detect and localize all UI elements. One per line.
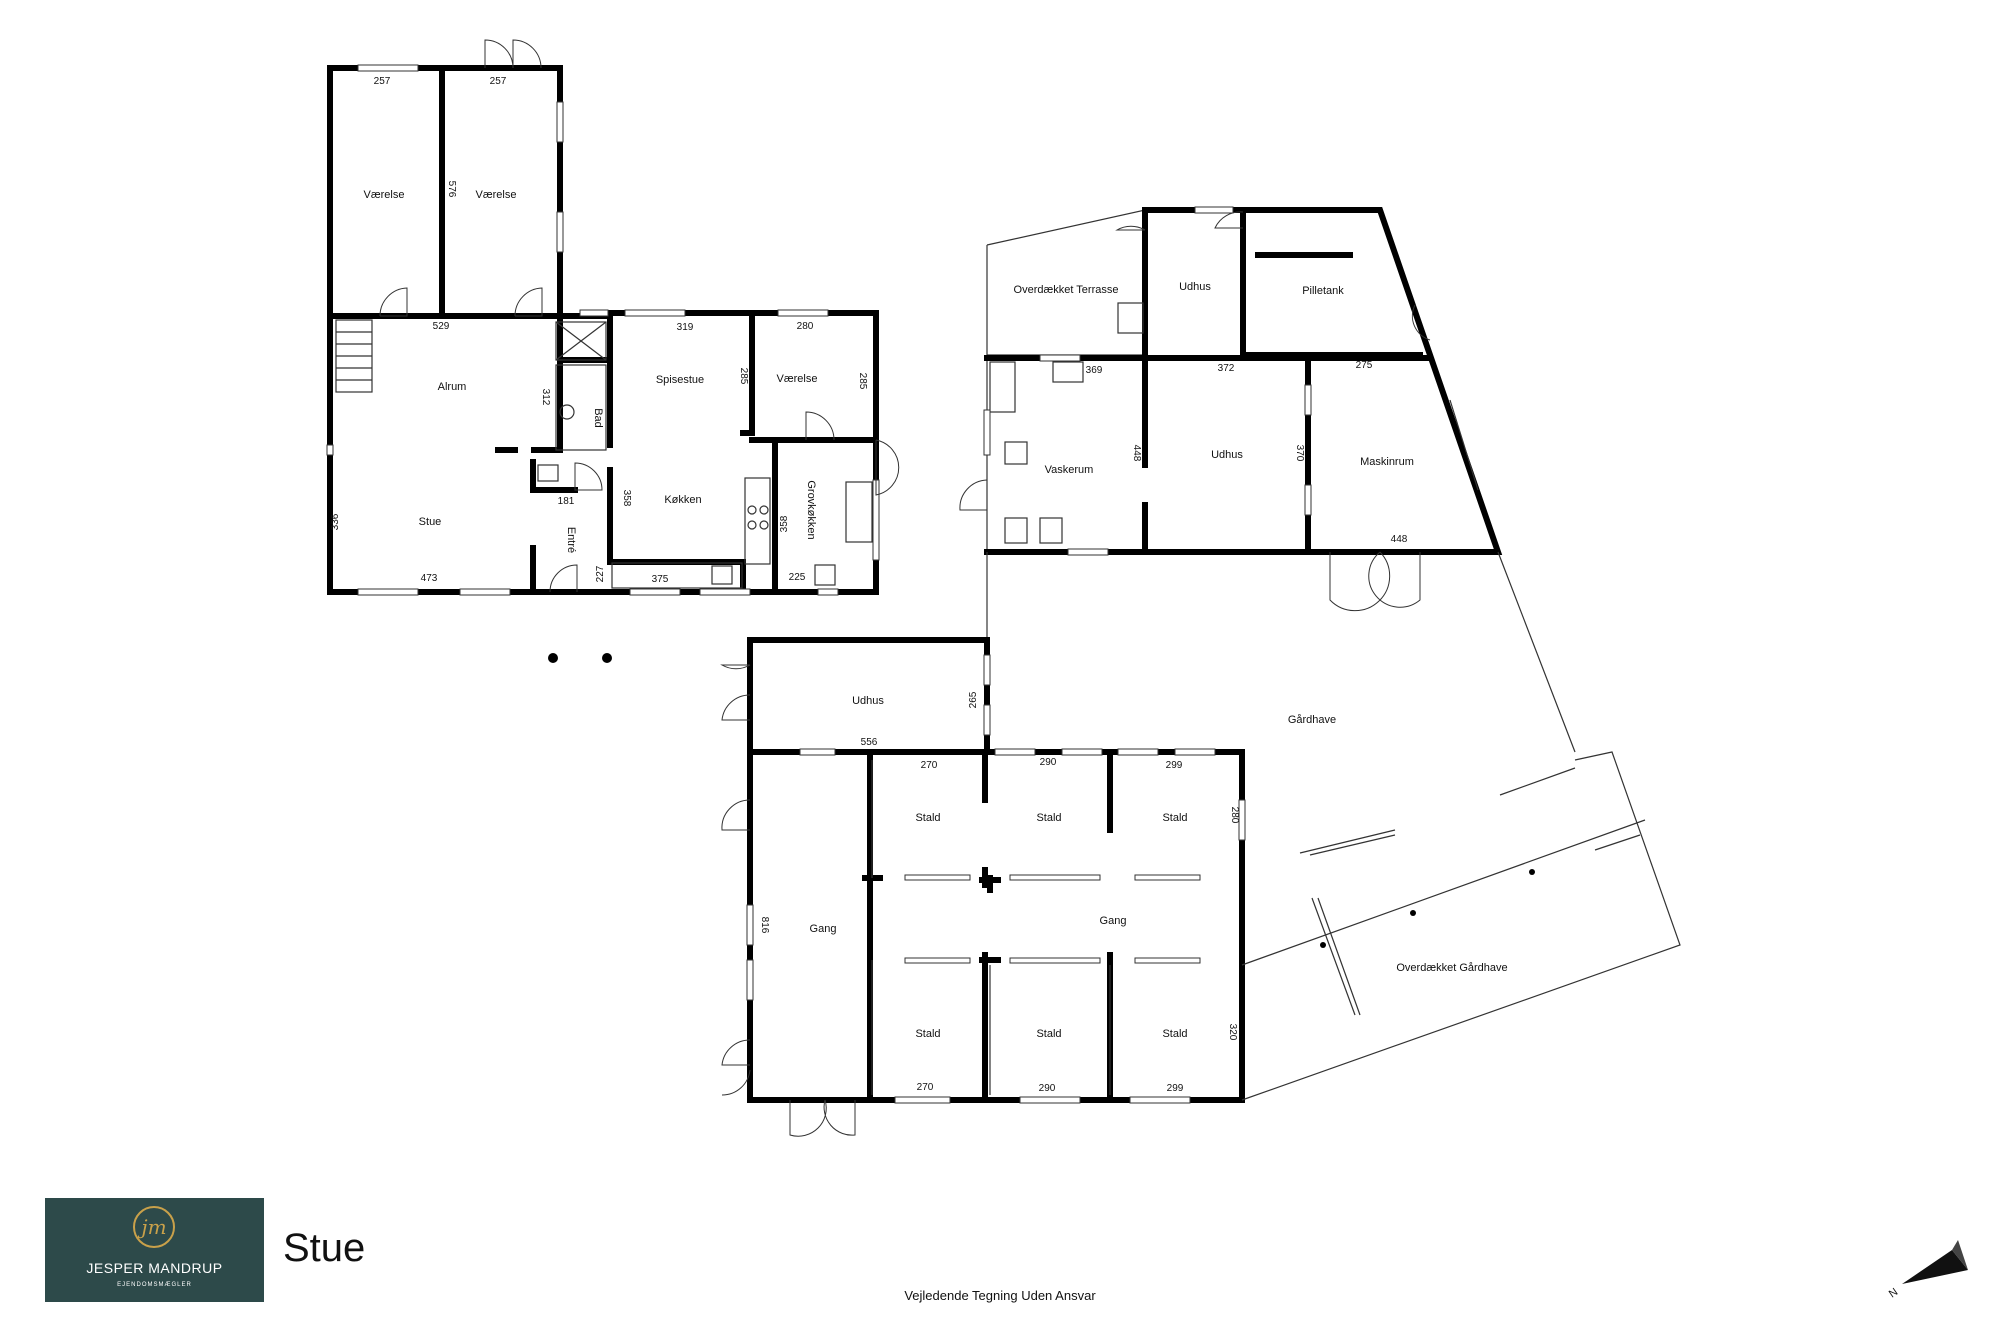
room-label-gang-1: Gang xyxy=(810,923,837,935)
floor-title: Stue xyxy=(283,1226,366,1270)
room-label-spisestue: Spisestue xyxy=(656,374,704,386)
dimension-label: 320 xyxy=(1227,1024,1238,1041)
room-label-overdaekket-terrasse: Overdækket Terrasse xyxy=(1014,284,1119,296)
room-label-udhus-2: Udhus xyxy=(1211,449,1243,461)
room-label-stald-3: Stald xyxy=(1162,812,1187,824)
dimension-label: 372 xyxy=(1218,363,1235,374)
entry-step xyxy=(548,653,558,663)
room-label-koekken: Køkken xyxy=(664,494,701,506)
compass-icon: N xyxy=(1887,1240,1968,1300)
staircase xyxy=(335,319,373,393)
dimension-label: 257 xyxy=(374,76,391,87)
dimension-label: 529 xyxy=(433,321,450,332)
dimension-label: 816 xyxy=(759,917,770,934)
room-label-vaerelse-2: Værelse xyxy=(476,189,517,201)
logo-monogram: jm xyxy=(133,1206,175,1248)
dimension-label: 265 xyxy=(968,691,979,708)
dimension-label: 285 xyxy=(857,373,868,390)
dimension-label: 280 xyxy=(797,321,814,332)
room-label-stald-6: Stald xyxy=(1162,1028,1187,1040)
disclaimer: Vejledende Tegning Uden Ansvar xyxy=(904,1288,1096,1303)
logo-name: JESPER MANDRUP xyxy=(86,1260,223,1276)
dimension-label: 370 xyxy=(1294,445,1305,462)
room-label-stald-5: Stald xyxy=(1036,1028,1061,1040)
dimension-label: 290 xyxy=(1039,1083,1056,1094)
dimension-label: 270 xyxy=(917,1082,934,1093)
room-label-overdaekket-gaardhave: Overdækket Gårdhave xyxy=(1396,962,1507,974)
dimension-label: 181 xyxy=(558,496,575,507)
dimension-label: 358 xyxy=(779,515,790,532)
dimension-label: 473 xyxy=(421,573,438,584)
room-label-grovkoekken: Grovkøkken xyxy=(805,480,817,539)
dimension-label: 576 xyxy=(446,181,457,198)
stable-building xyxy=(720,637,1246,1137)
entry-step xyxy=(602,653,612,663)
room-label-gaardhave: Gårdhave xyxy=(1288,714,1336,726)
room-label-alrum: Alrum xyxy=(438,381,467,393)
dimension-label: 275 xyxy=(1356,360,1373,371)
doors-house xyxy=(379,39,900,593)
windows-house xyxy=(326,64,880,596)
dimension-label: 280 xyxy=(1229,807,1240,824)
logo-subtitle: EJENDOMSMÆGLER xyxy=(117,1282,192,1288)
dimension-label: 448 xyxy=(1391,534,1408,545)
room-label-vaerelse-1: Værelse xyxy=(364,189,405,201)
room-label-stald-1: Stald xyxy=(915,812,940,824)
main-house xyxy=(326,39,900,663)
dimension-label: 336 xyxy=(330,513,341,530)
room-label-udhus-3: Udhus xyxy=(852,695,884,707)
dimension-label: 369 xyxy=(1086,365,1103,376)
dimension-label: 227 xyxy=(595,565,606,582)
agency-logo: jm JESPER MANDRUP EJENDOMSMÆGLER xyxy=(45,1198,264,1302)
room-label-vaerelse-3: Værelse xyxy=(777,373,818,385)
dimension-label: 358 xyxy=(621,490,632,507)
room-label-entre: Entré xyxy=(565,527,577,553)
dimension-label: 556 xyxy=(861,737,878,748)
room-label-pilletank: Pilletank xyxy=(1302,285,1344,297)
room-label-vaskerum: Vaskerum xyxy=(1045,464,1094,476)
dimension-label: 299 xyxy=(1167,1083,1184,1094)
dimension-label: 375 xyxy=(652,574,669,585)
dimension-label: 448 xyxy=(1131,445,1142,462)
dimension-label: 257 xyxy=(490,76,507,87)
covered-courtyard xyxy=(1241,751,1681,1101)
room-label-stue: Stue xyxy=(419,516,442,528)
courtyard-fence xyxy=(1497,551,1576,753)
dimension-label: 270 xyxy=(921,760,938,771)
dimension-label: 299 xyxy=(1166,760,1183,771)
compass-north-label: N xyxy=(1887,1286,1900,1300)
dimension-label: 290 xyxy=(1040,757,1057,768)
room-label-stald-2: Stald xyxy=(1036,812,1061,824)
room-label-stald-4: Stald xyxy=(915,1028,940,1040)
room-label-bad: Bad xyxy=(592,408,604,428)
dimension-label: 312 xyxy=(540,389,551,406)
bath-fixtures xyxy=(537,321,607,482)
room-label-maskinrum: Maskinrum xyxy=(1360,456,1414,468)
outbuilding-north xyxy=(959,206,1503,640)
dimension-label: 285 xyxy=(738,368,749,385)
kitchen-counter xyxy=(611,477,873,589)
room-label-gang-2: Gang xyxy=(1100,915,1127,927)
room-label-udhus-1: Udhus xyxy=(1179,281,1211,293)
dimension-label: 319 xyxy=(677,322,694,333)
dimension-label: 225 xyxy=(789,572,806,583)
